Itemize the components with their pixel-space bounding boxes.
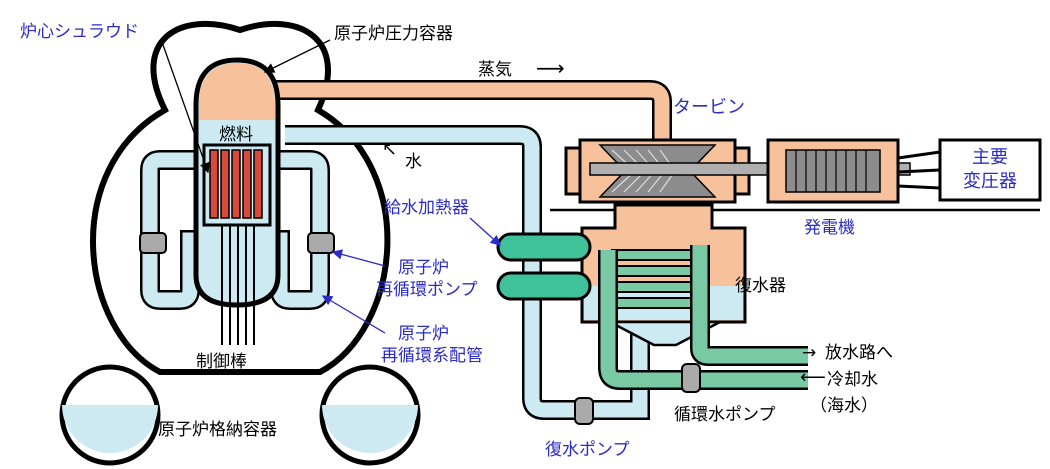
recirc-piping-label-line1: 原子炉 [398, 324, 449, 344]
steam-label: 蒸気 [478, 60, 512, 80]
generator-label: 発電機 [804, 218, 855, 238]
turbine-label: タービン [673, 97, 745, 118]
discharge-arrow: → [802, 343, 817, 363]
main-transformer-label-line1: 主要 [972, 147, 1008, 168]
core-shroud-label: 炉心シュラウド [20, 22, 139, 42]
control-rods [221, 225, 255, 345]
pressure-vessel-label: 原子炉圧力容器 [334, 24, 453, 44]
water-label: 水 [405, 152, 422, 172]
condenser-label: 復水器 [735, 276, 786, 296]
feedwater-heaters [496, 232, 592, 301]
reactor-pressure-vessel [193, 57, 281, 345]
power-lines [897, 150, 941, 190]
recirc-piping-label-line2: 再循環系配管 [381, 346, 483, 366]
recirc-pump-left [139, 232, 167, 254]
recirc-pump-label-line2: 再循環ポンプ [376, 280, 478, 300]
recirc-pump-right [307, 232, 335, 254]
main-transformer-label-line2: 変圧器 [963, 171, 1017, 192]
fuel-label: 燃料 [219, 125, 253, 145]
suppression-water-right [322, 405, 418, 453]
cooling-water-label: 冷却水 [827, 370, 878, 390]
recirculation-loops [139, 150, 335, 310]
water-arrow: ↖ [382, 139, 398, 160]
control-rods-label: 制御棒 [196, 352, 247, 372]
suppression-water-left [62, 405, 158, 453]
main-transformer [938, 138, 1042, 202]
leader-lines [161, 39, 501, 334]
cooling-arrow: ⟵ [800, 367, 826, 388]
fuel-rods [209, 149, 263, 219]
feedwater-heater-label: 給水加熱器 [384, 198, 469, 218]
discharge-label: 放水路へ [825, 343, 893, 363]
condensate-pump [574, 397, 594, 425]
circulating-pump-label: 循環水ポンプ [674, 405, 776, 425]
containment-label: 原子炉格納容器 [158, 420, 277, 440]
generator [766, 138, 900, 204]
circulating-pump [681, 363, 701, 393]
condensate-pump-label: 復水ポンプ [545, 440, 630, 460]
seawater-label: （海水） [810, 396, 878, 416]
steam-arrow: ⟶ [536, 56, 565, 80]
recirc-pump-label-line1: 原子炉 [398, 258, 449, 278]
